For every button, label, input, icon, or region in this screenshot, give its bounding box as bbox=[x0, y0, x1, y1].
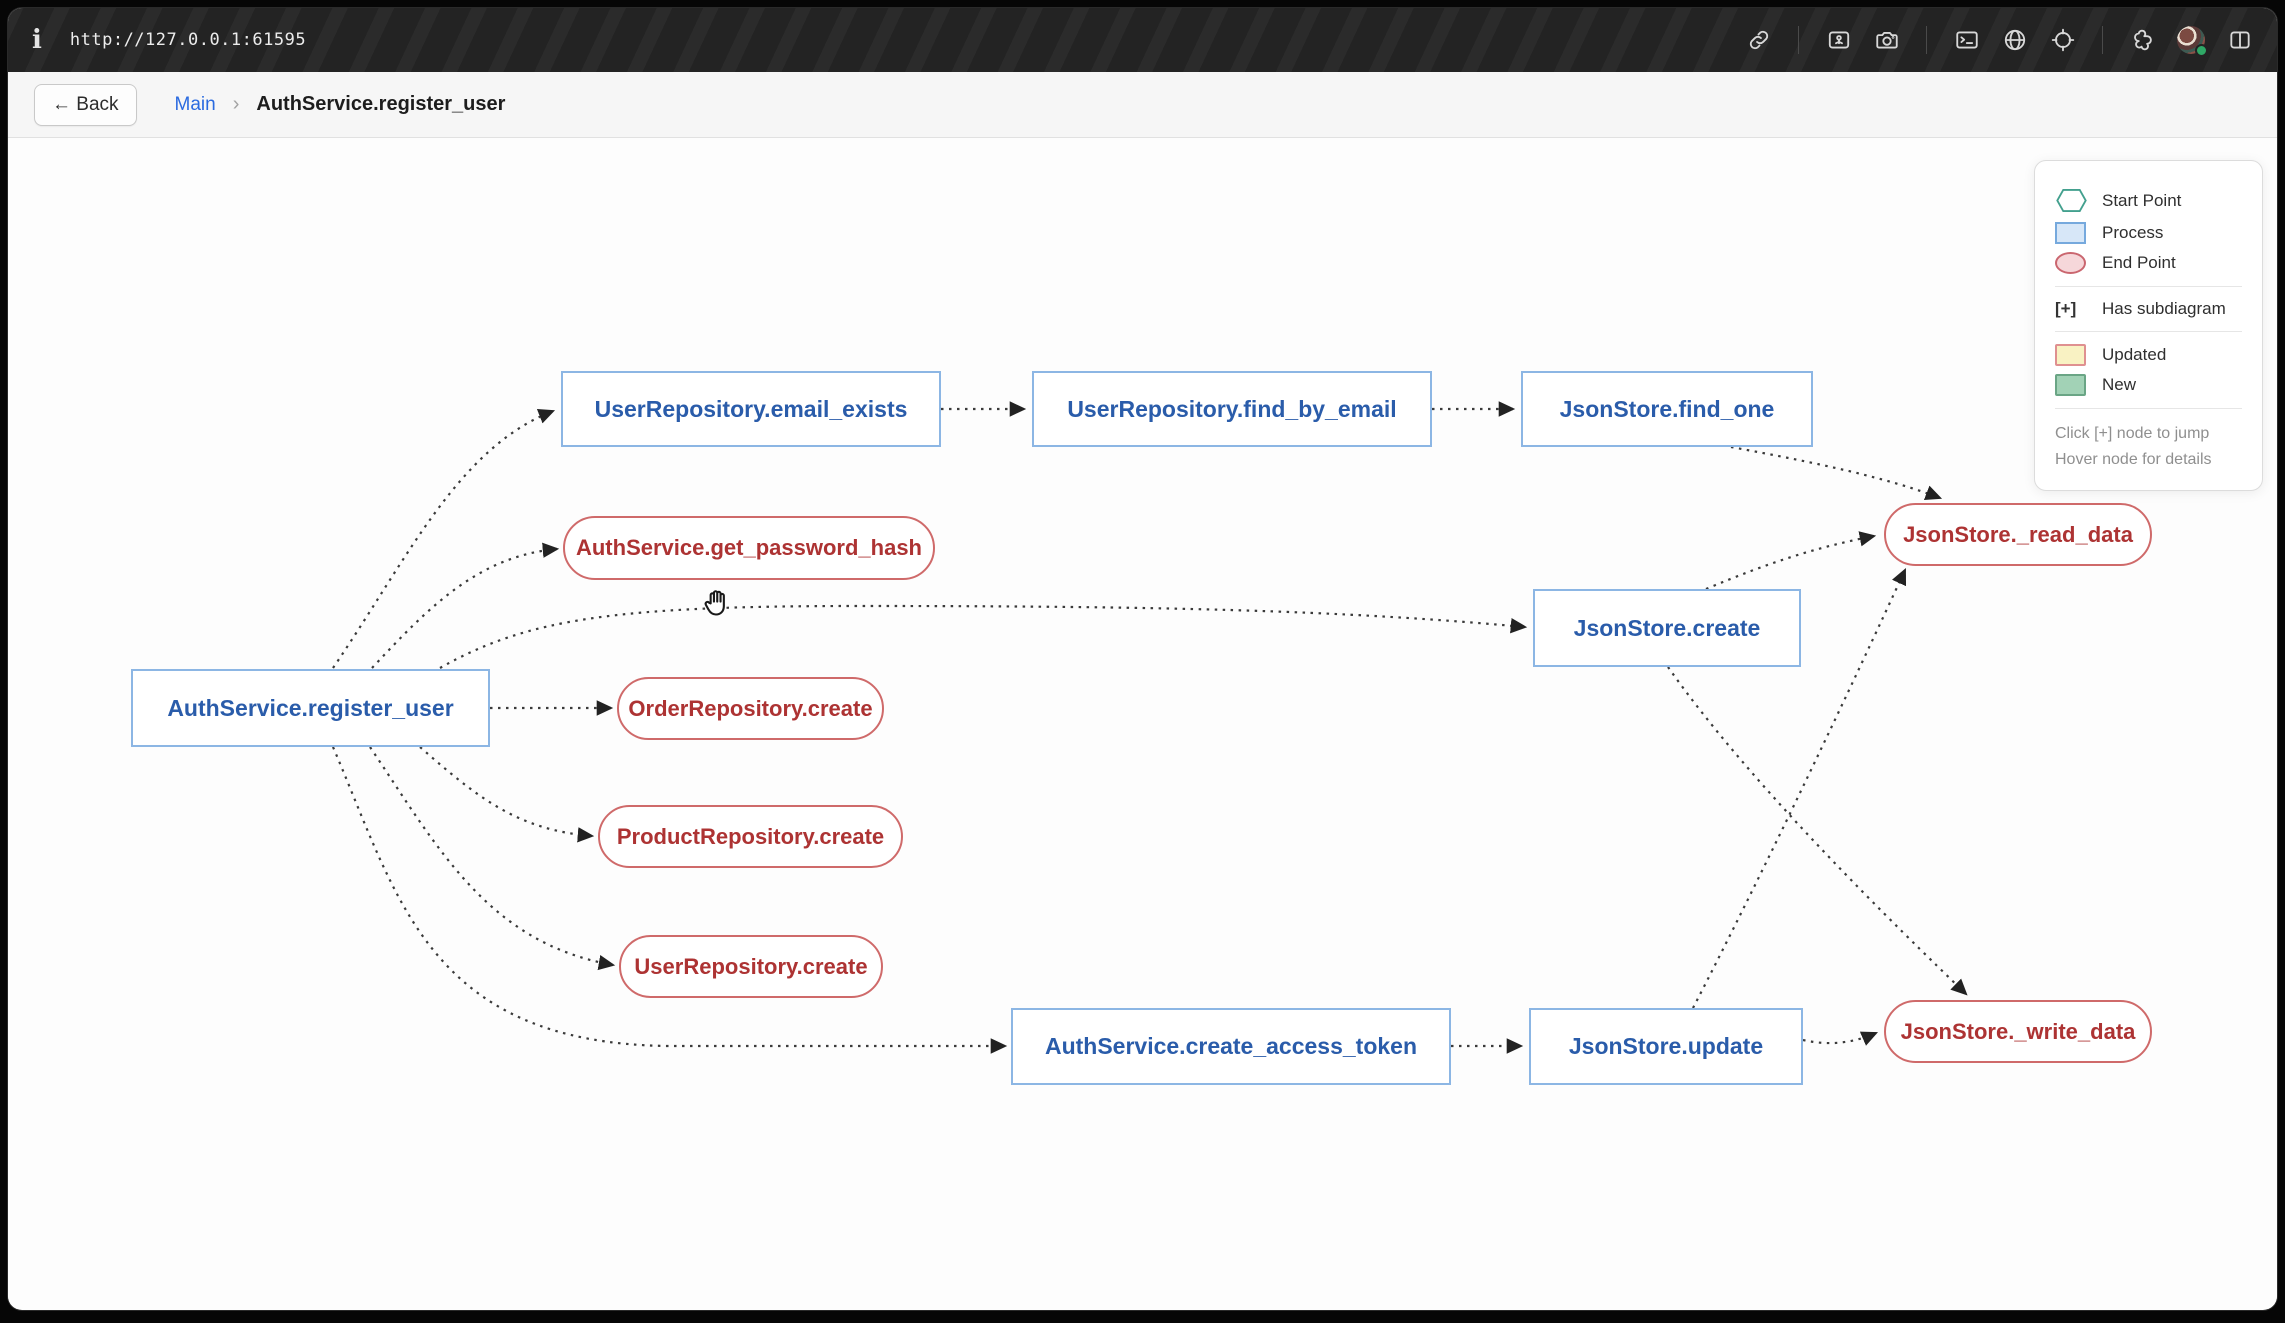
edge-json_update-to-read_data bbox=[1692, 568, 1907, 1009]
edge-register_user-to-get_password_hash bbox=[371, 542, 560, 669]
globe-icon[interactable] bbox=[2001, 27, 2028, 54]
edge-layer bbox=[331, 401, 1968, 1054]
url-text[interactable]: http://127.0.0.1:61595 bbox=[69, 30, 307, 50]
node-json_create[interactable]: JsonStore.create bbox=[1533, 589, 1801, 667]
legend-item-process: Process bbox=[2055, 222, 2242, 244]
subdiagram-symbol: [+] bbox=[2055, 299, 2077, 318]
node-json_update[interactable]: JsonStore.update bbox=[1529, 1008, 1803, 1085]
node-read_data[interactable]: JsonStore._read_data bbox=[1884, 503, 2152, 566]
node-register_user[interactable]: AuthService.register_user bbox=[131, 669, 490, 747]
edge-register_user-to-email_exists bbox=[332, 409, 556, 669]
legend-divider bbox=[2055, 286, 2242, 287]
updated-swatch bbox=[2055, 344, 2086, 366]
browser-window: i http://127.0.0.1:61595 bbox=[8, 8, 2277, 1310]
edge-register_user-to-product_create bbox=[419, 746, 595, 843]
page-header: ← Back Main › AuthService.register_user bbox=[8, 72, 2277, 138]
end-point-swatch bbox=[2055, 252, 2086, 274]
start-point-hexagon-swatch bbox=[2055, 187, 2088, 214]
node-product_create[interactable]: ProductRepository.create bbox=[598, 805, 903, 868]
breadcrumb: Main › AuthService.register_user bbox=[175, 93, 506, 116]
legend-item-end-point: End Point bbox=[2055, 252, 2242, 274]
legend-divider bbox=[2055, 331, 2242, 332]
profile-avatar[interactable] bbox=[2177, 26, 2208, 57]
legend-hint-hover: Hover node for details bbox=[2055, 451, 2212, 469]
edge-json_update-to-write_data bbox=[1802, 1031, 1879, 1046]
new-swatch bbox=[2055, 374, 2086, 396]
legend-divider bbox=[2055, 408, 2242, 409]
toolbar-icons bbox=[1745, 26, 2253, 57]
legend-item-new: New bbox=[2055, 374, 2242, 396]
back-button[interactable]: ← Back bbox=[34, 83, 137, 126]
browser-topbar: i http://127.0.0.1:61595 bbox=[8, 8, 2277, 72]
edge-json_create-to-read_data bbox=[1705, 531, 1877, 591]
node-find_one[interactable]: JsonStore.find_one bbox=[1521, 371, 1813, 447]
toolbar-separator bbox=[1926, 26, 1927, 54]
node-create_access_token[interactable]: AuthService.create_access_token bbox=[1011, 1008, 1451, 1085]
info-favicon-icon: i bbox=[32, 25, 42, 55]
node-write_data[interactable]: JsonStore._write_data bbox=[1884, 1000, 2152, 1063]
breadcrumb-separator-icon: › bbox=[232, 93, 240, 115]
process-swatch bbox=[2055, 222, 2086, 244]
split-view-icon[interactable] bbox=[2226, 27, 2253, 54]
online-status-dot bbox=[2195, 44, 2208, 57]
edge-register_user-to-user_create bbox=[369, 746, 616, 971]
toolbar-separator bbox=[2102, 26, 2103, 54]
address-area: i http://127.0.0.1:61595 bbox=[32, 27, 306, 53]
legend-item-start-point: Start Point bbox=[2055, 187, 2242, 214]
node-email_exists[interactable]: UserRepository.email_exists bbox=[561, 371, 941, 447]
edge-json_create-to-write_data bbox=[1667, 666, 1968, 996]
edge-find_one-to-read_data bbox=[1730, 445, 1943, 501]
node-user_create[interactable]: UserRepository.create bbox=[619, 935, 883, 998]
legend-item-subdiagram: [+] Has subdiagram bbox=[2055, 299, 2226, 318]
edge-register_user-to-create_access_token bbox=[331, 746, 1008, 1054]
extensions-icon[interactable] bbox=[2129, 27, 2156, 54]
node-order_create[interactable]: OrderRepository.create bbox=[617, 677, 884, 740]
media-icon[interactable] bbox=[1825, 27, 1852, 54]
page-title: AuthService.register_user bbox=[256, 93, 506, 115]
link-icon[interactable] bbox=[1745, 27, 1772, 54]
toolbar-separator bbox=[1798, 26, 1799, 54]
legend-item-updated: Updated bbox=[2055, 344, 2242, 366]
legend-hint-click: Click [+] node to jump bbox=[2055, 425, 2210, 442]
terminal-icon[interactable] bbox=[1953, 27, 1980, 54]
edge-register_user-to-json_create bbox=[439, 604, 1528, 669]
breadcrumb-main-link[interactable]: Main bbox=[174, 93, 216, 115]
camera-icon[interactable] bbox=[1873, 27, 1900, 54]
locate-icon[interactable] bbox=[2049, 27, 2076, 54]
node-get_password_hash[interactable]: AuthService.get_password_hash bbox=[563, 516, 935, 580]
legend-panel: Start Point Process End Point [+] Has su… bbox=[2034, 160, 2263, 491]
node-find_by_email[interactable]: UserRepository.find_by_email bbox=[1032, 371, 1432, 447]
